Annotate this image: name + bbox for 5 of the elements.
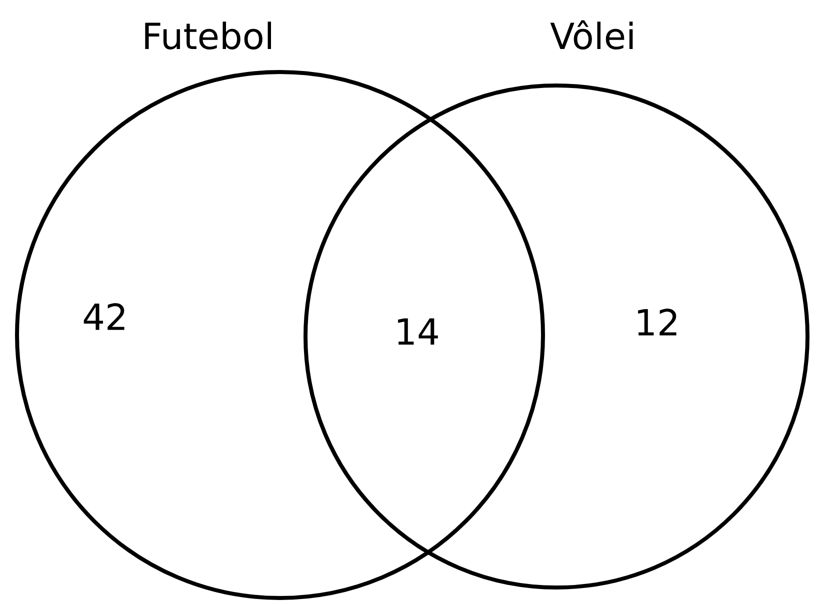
set-label: Vôlei (550, 20, 633, 50)
set-label: Futebol (145, 22, 271, 50)
count-label: 14 (398, 318, 438, 345)
count-label: 12 (638, 308, 676, 336)
count-label: 42 (84, 303, 124, 330)
